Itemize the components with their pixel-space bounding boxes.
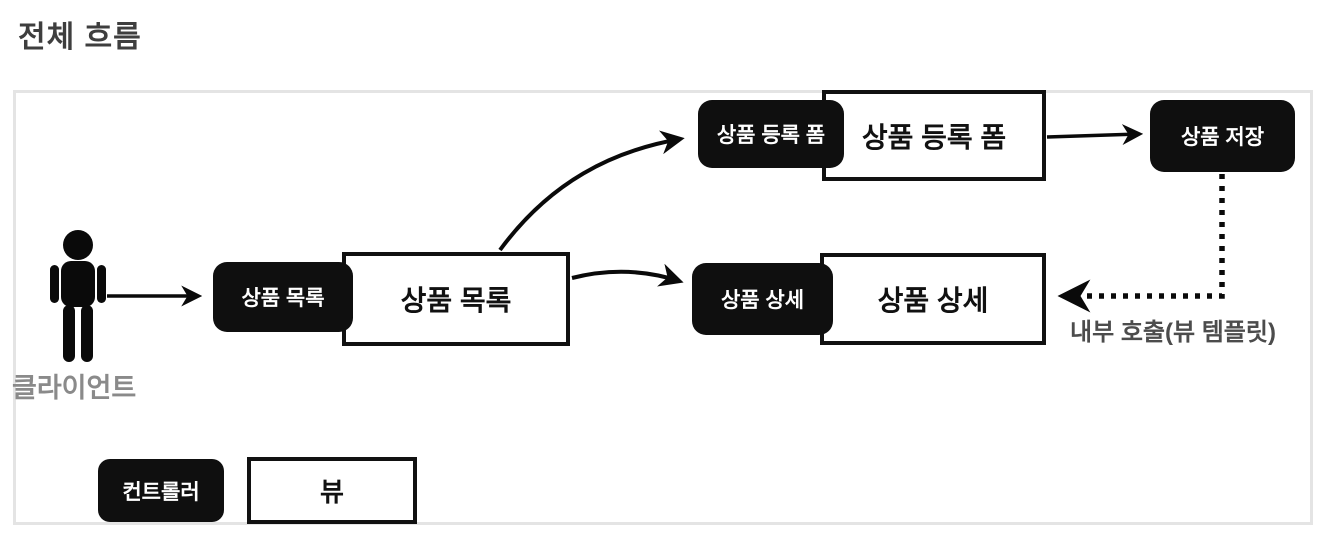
page-title: 전체 흐름	[18, 21, 142, 54]
client-label: 클라이언트	[12, 373, 137, 403]
node-list-controller: 상품 목록	[213, 262, 353, 332]
legend-view-box: 뷰	[247, 457, 417, 524]
client-person-icon	[50, 230, 106, 362]
internal-call-label: 내부 호출(뷰 템플릿)	[1070, 319, 1276, 346]
node-form-view: 상품 등록 폼	[822, 90, 1046, 181]
node-save-controller: 상품 저장	[1150, 100, 1295, 172]
node-detail-controller: 상품 상세	[692, 263, 833, 335]
node-form-controller: 상품 등록 폼	[698, 100, 844, 168]
node-list-view: 상품 목록	[342, 252, 570, 346]
legend-controller-box: 컨트롤러	[98, 459, 224, 522]
node-detail-view: 상품 상세	[820, 253, 1046, 345]
